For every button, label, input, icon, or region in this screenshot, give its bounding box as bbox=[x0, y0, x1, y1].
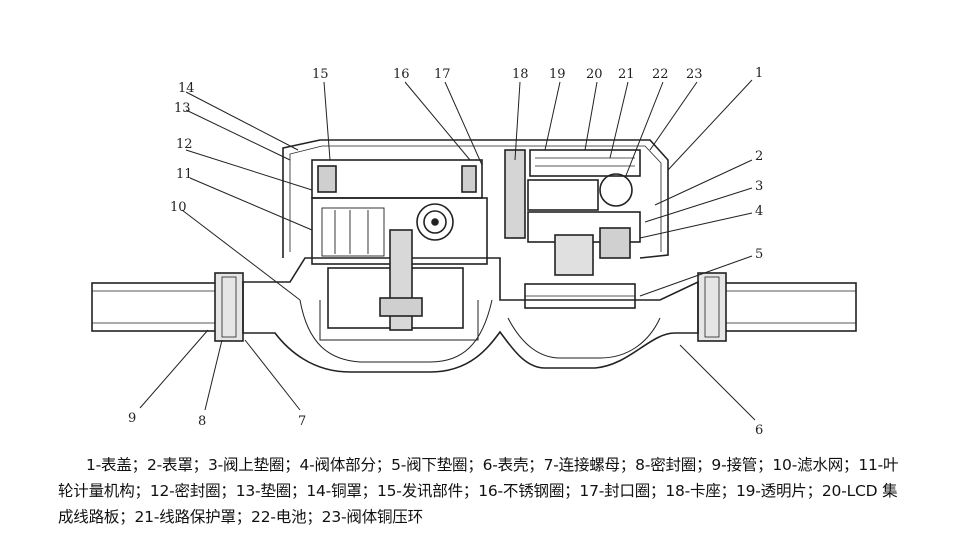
right-connecting-nut bbox=[697, 272, 727, 342]
water-meter-cross-section-diagram: 1 2 3 4 5 6 7 8 9 10 11 12 13 14 15 16 1… bbox=[91, 66, 857, 438]
callout-10: 10 bbox=[170, 200, 187, 215]
callout-3: 3 bbox=[755, 179, 763, 194]
callout-7: 7 bbox=[298, 414, 306, 429]
legend-item-15: 15-发讯部件； bbox=[376, 482, 479, 500]
callout-15: 15 bbox=[312, 67, 329, 82]
left-pipe bbox=[91, 282, 218, 332]
legend-item-5: 5-阀下垫圈； bbox=[391, 456, 483, 474]
legend-item-1: 1-表盖； bbox=[86, 456, 147, 474]
callout-22: 22 bbox=[652, 67, 669, 82]
callout-18: 18 bbox=[512, 67, 529, 82]
legend-item-3: 3-阀上垫圈； bbox=[207, 456, 300, 474]
callout-21: 21 bbox=[618, 67, 635, 82]
callout-17: 17 bbox=[434, 67, 451, 82]
callout-2: 2 bbox=[755, 149, 763, 164]
legend-item-2: 2-表罩； bbox=[146, 456, 208, 474]
legend-item-7: 7-连接螺母； bbox=[543, 456, 636, 474]
legend-item-11: 11-叶轮计量机构； bbox=[58, 456, 899, 500]
callout-numbers: 1 2 3 4 5 6 7 8 9 10 11 12 13 14 15 16 1… bbox=[128, 66, 763, 438]
legend-item-4: 4-阀体部分； bbox=[299, 456, 392, 474]
legend-item-8: 8-密封圈； bbox=[635, 456, 712, 474]
legend-item-6: 6-表壳； bbox=[482, 456, 544, 474]
left-connecting-nut bbox=[214, 272, 244, 342]
meter-shell bbox=[242, 257, 699, 373]
impeller-metering-mechanism bbox=[311, 159, 488, 341]
callout-6: 6 bbox=[755, 423, 763, 438]
legend-item-23: 23-阀体铜压环 bbox=[321, 508, 423, 526]
legend-item-17: 17-封口圈； bbox=[579, 482, 666, 500]
legend-item-21: 21-线路保护罩； bbox=[134, 508, 252, 526]
legend-item-14: 14-铜罩； bbox=[306, 482, 377, 500]
callout-11: 11 bbox=[176, 167, 193, 182]
callout-13: 13 bbox=[174, 101, 191, 116]
parts-legend: 1-表盖；2-表罩；3-阀上垫圈；4-阀体部分；5-阀下垫圈；6-表壳；7-连接… bbox=[58, 452, 908, 530]
legend-item-10: 10-滤水网； bbox=[772, 456, 859, 474]
callout-12: 12 bbox=[176, 137, 193, 152]
right-pipe bbox=[723, 282, 857, 332]
callout-5: 5 bbox=[755, 247, 763, 262]
callout-23: 23 bbox=[686, 67, 703, 82]
legend-item-19: 19-透明片； bbox=[735, 482, 822, 500]
legend-item-13: 13-垫圈； bbox=[235, 482, 307, 500]
callout-4: 4 bbox=[755, 204, 763, 219]
electronics-compartment bbox=[504, 149, 641, 309]
legend-item-9: 9-接管； bbox=[711, 456, 773, 474]
callout-9: 9 bbox=[128, 411, 136, 426]
callout-8: 8 bbox=[198, 414, 206, 429]
legend-item-16: 16-不锈钢圈； bbox=[478, 482, 580, 500]
callout-16: 16 bbox=[393, 67, 410, 82]
legend-item-20: 20-LCD 集成线路板； bbox=[58, 482, 898, 526]
legend-item-18: 18-卡座； bbox=[665, 482, 736, 500]
legend-item-22: 22-电池； bbox=[251, 508, 322, 526]
callout-14: 14 bbox=[178, 81, 195, 96]
legend-item-12: 12-密封圈； bbox=[149, 482, 236, 500]
callout-19: 19 bbox=[549, 67, 566, 82]
callout-leader-lines bbox=[139, 79, 756, 421]
callout-20: 20 bbox=[586, 67, 603, 82]
meter-cover bbox=[282, 139, 669, 259]
callout-1: 1 bbox=[755, 66, 763, 81]
